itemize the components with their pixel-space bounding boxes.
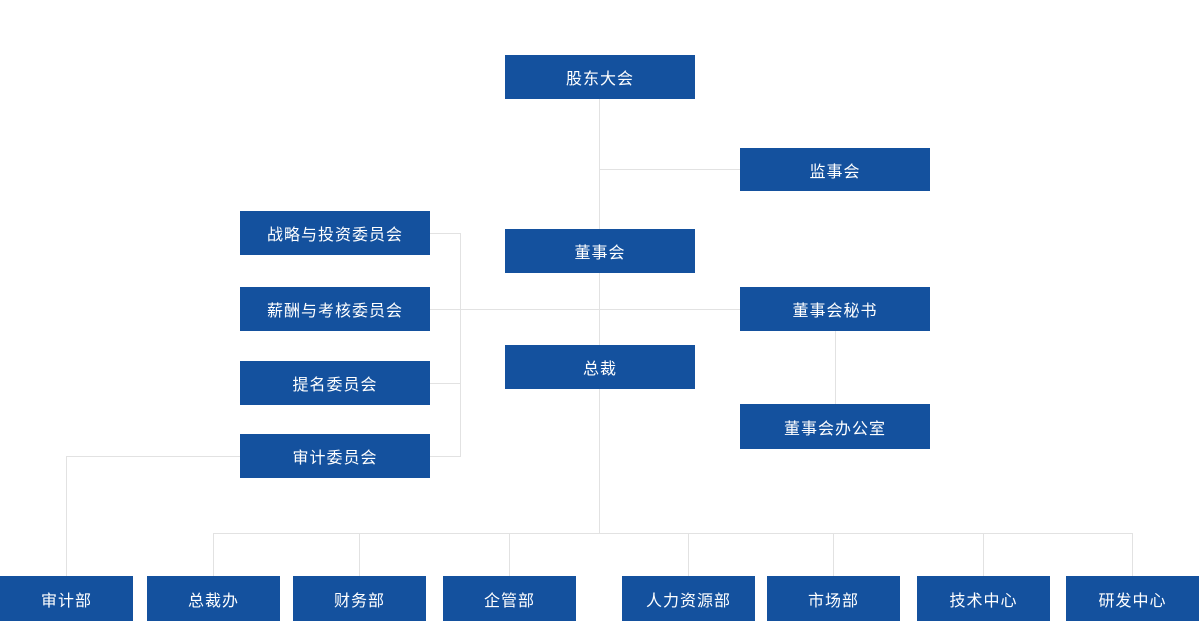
node-board-secretary: 董事会秘书 <box>740 287 930 331</box>
node-shareholders-meeting: 股东大会 <box>505 55 695 99</box>
connector-secretary-office-vertical <box>835 331 836 404</box>
connector-strategy-stub <box>430 233 460 234</box>
node-board-of-directors: 董事会 <box>505 229 695 273</box>
node-president-office: 总裁办 <box>147 576 280 621</box>
connector-audit-committee-stub <box>430 456 460 457</box>
connector-audit-left-horizontal <box>66 456 240 457</box>
node-hr-dept: 人力资源部 <box>622 576 755 621</box>
connector-drop-technology-center <box>983 533 984 576</box>
connector-nomination-stub <box>430 383 460 384</box>
node-rd-center: 研发中心 <box>1066 576 1199 621</box>
node-compensation-assessment-committee: 薪酬与考核委员会 <box>240 287 430 331</box>
connector-drop-president-office <box>213 533 214 576</box>
connector-drop-hr-dept <box>688 533 689 576</box>
connector-main-trunk <box>599 98 600 533</box>
connector-distribution-horizontal <box>213 533 1133 534</box>
node-board-office: 董事会办公室 <box>740 404 930 449</box>
node-finance-dept: 财务部 <box>293 576 426 621</box>
connector-drop-finance-dept <box>359 533 360 576</box>
node-marketing-dept: 市场部 <box>767 576 900 621</box>
node-supervisory-board: 监事会 <box>740 148 930 191</box>
connector-audit-left-vertical <box>66 456 67 576</box>
connector-drop-marketing-dept <box>833 533 834 576</box>
node-technology-center: 技术中心 <box>917 576 1050 621</box>
connector-drop-rd-center <box>1132 533 1133 576</box>
node-audit-dept: 审计部 <box>0 576 133 621</box>
node-nomination-committee: 提名委员会 <box>240 361 430 405</box>
connector-mid-branch <box>430 309 740 310</box>
node-president: 总裁 <box>505 345 695 389</box>
connector-drop-enterprise-management-dept <box>509 533 510 576</box>
node-strategy-investment-committee: 战略与投资委员会 <box>240 211 430 255</box>
node-enterprise-management-dept: 企管部 <box>443 576 576 621</box>
connector-committee-vertical <box>460 233 461 457</box>
connector-supervisory-branch <box>599 169 740 170</box>
node-audit-committee: 审计委员会 <box>240 434 430 478</box>
